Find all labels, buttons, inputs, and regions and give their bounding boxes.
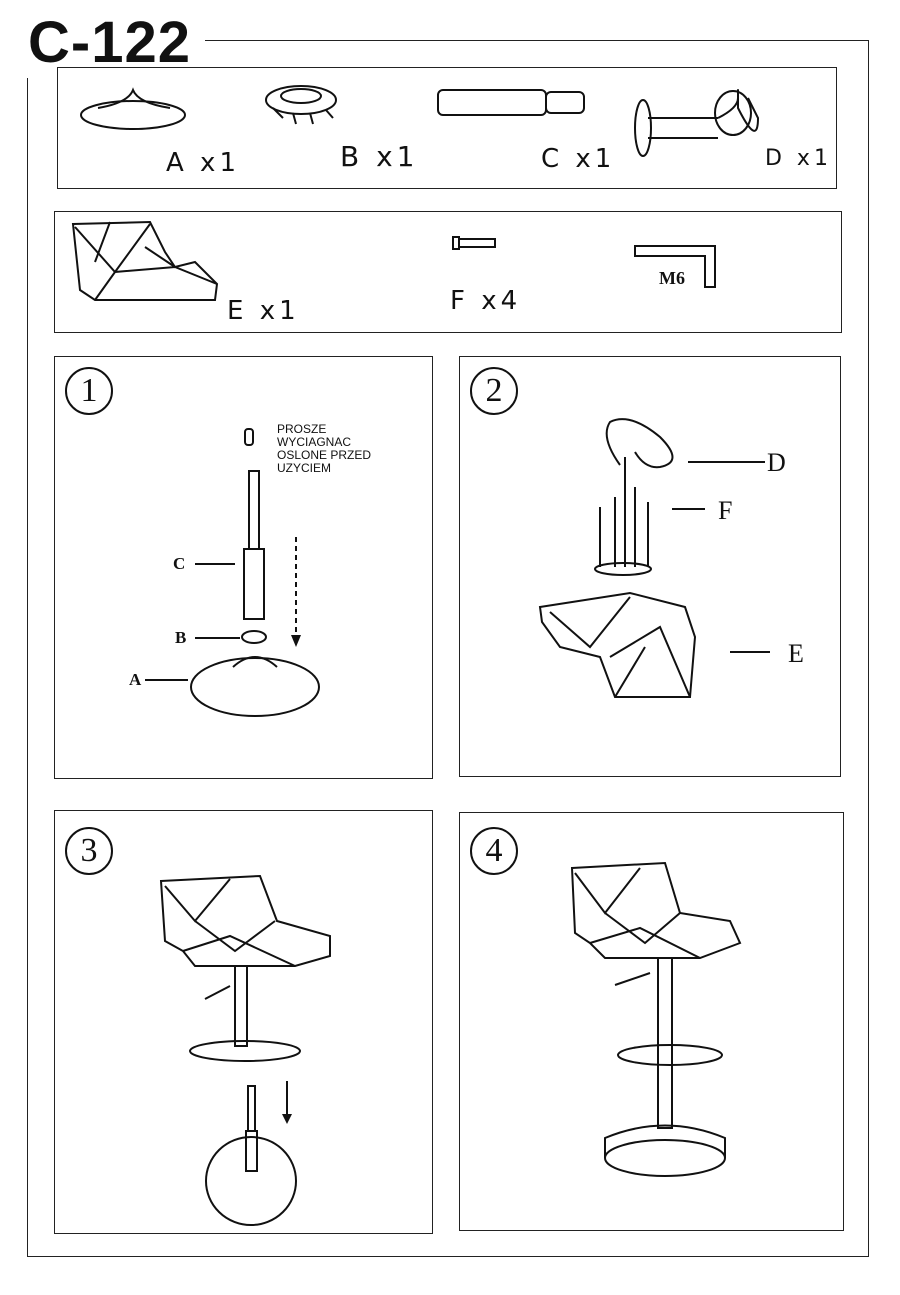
note-line: OSLONE PRZED xyxy=(277,448,372,462)
parts-drawing-ef xyxy=(71,220,716,301)
parts-drawing-abcd xyxy=(80,85,760,157)
part-a-base-icon xyxy=(80,87,186,130)
parts-panel-1: A x1 B x1 C x1 D x1 xyxy=(57,67,837,189)
part-c-label: C x1 xyxy=(541,144,616,174)
part-e-label: E x1 xyxy=(227,296,300,326)
step-1-label-c: C xyxy=(173,554,186,573)
part-e-seat-icon xyxy=(71,220,219,301)
step-2-drawing xyxy=(538,418,770,698)
step-4-panel: 4 xyxy=(459,812,844,1231)
step-3-panel: 3 xyxy=(54,810,433,1234)
part-b-ring-icon xyxy=(265,85,337,125)
model-title: C-122 xyxy=(22,8,205,78)
parts-panel-2: E x1 F x4 M6 xyxy=(54,211,842,333)
step-4-number: 4 xyxy=(470,827,518,875)
part-b-label: B x1 xyxy=(340,140,419,173)
step-4-drawing xyxy=(570,861,742,1177)
note-line: PROSZE xyxy=(277,422,327,436)
note-line: WYCIAGNAC xyxy=(277,435,352,449)
step-1-number: 1 xyxy=(65,367,113,415)
allen-key-size-label: M6 xyxy=(659,268,685,288)
step-3-number: 3 xyxy=(65,827,113,875)
part-a-label: A x1 xyxy=(166,148,240,178)
step-2-number: 2 xyxy=(470,367,518,415)
part-c-cylinder-icon xyxy=(437,89,585,116)
part-d-label: D x1 xyxy=(765,146,832,171)
note-line: UZYCIEM xyxy=(277,461,331,475)
step-2-label-f: F xyxy=(718,496,733,525)
step-1-drawing xyxy=(145,428,320,717)
part-f-label: F x4 xyxy=(450,286,522,316)
step-2-label-d: D xyxy=(767,448,786,477)
part-f-screw-icon xyxy=(452,236,496,250)
outer-frame xyxy=(27,40,869,1257)
step-2-label-e: E xyxy=(788,639,804,668)
step-1-panel: 1 C B A PROSZE WYCIAGNAC OSLONE PRZED UZ… xyxy=(54,356,433,779)
step-2-panel: 2 D F E xyxy=(459,356,841,777)
part-d-footrest-icon xyxy=(634,89,760,157)
step-1-note: PROSZE WYCIAGNAC OSLONE PRZED UZYCIEM xyxy=(277,423,371,475)
step-1-label-b: B xyxy=(175,628,187,647)
step-3-drawing xyxy=(159,874,331,1226)
allen-key-icon xyxy=(634,245,716,288)
step-1-label-a: A xyxy=(129,670,142,689)
